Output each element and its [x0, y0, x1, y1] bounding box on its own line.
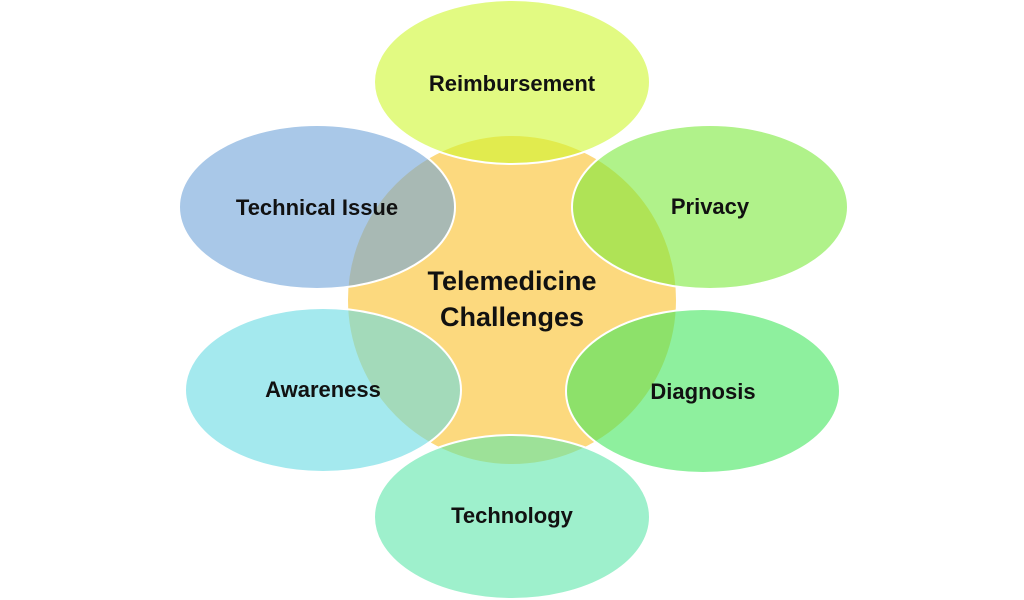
node-technical-issue: [178, 124, 456, 290]
label-reimbursement: Reimbursement: [429, 71, 596, 96]
node-technology: [373, 434, 651, 600]
label-technical-issue: Technical Issue: [236, 195, 398, 220]
node-diagnosis: [565, 308, 841, 474]
label-awareness: Awareness: [265, 377, 381, 402]
label-technology: Technology: [451, 503, 574, 528]
label-privacy: Privacy: [671, 194, 750, 219]
center-label-line1: Telemedicine: [427, 266, 596, 296]
node-privacy: [571, 124, 849, 290]
center-label-line2: Challenges: [440, 302, 584, 332]
label-diagnosis: Diagnosis: [650, 379, 755, 404]
node-awareness: [184, 307, 462, 473]
node-reimbursement: [373, 0, 651, 165]
